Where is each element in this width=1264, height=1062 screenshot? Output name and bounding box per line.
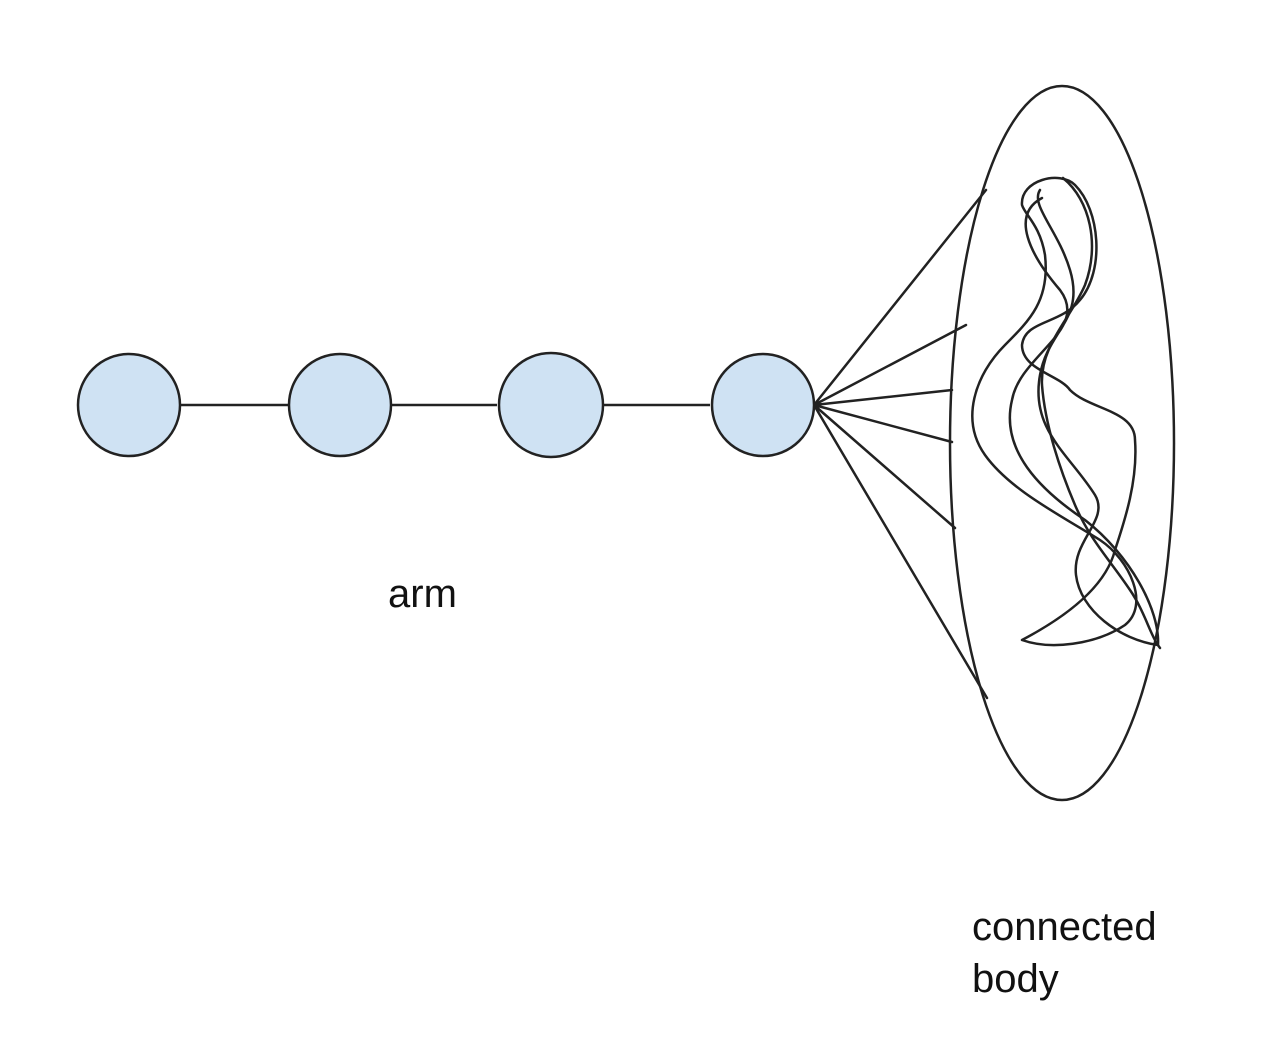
connector-line (812, 403, 957, 530)
body-connectors (812, 188, 989, 700)
arm-node-4 (710, 352, 816, 458)
connector-line (812, 403, 954, 444)
connector-line (812, 403, 989, 700)
tangled-curves (971, 176, 1162, 650)
tangle-curve-1 (1008, 188, 1160, 647)
arm-node-2 (287, 352, 393, 458)
connector-line (812, 323, 968, 407)
connector-line (812, 388, 954, 407)
arm-node-3 (497, 351, 605, 459)
connected-body-label-line-2: body (972, 957, 1059, 1001)
connector-line (812, 188, 988, 407)
tangle-curve-3 (1040, 176, 1162, 650)
tangle-curve-2 (971, 176, 1138, 647)
arm-node-1 (76, 352, 182, 458)
connected-body-ellipse (948, 84, 1176, 802)
connected-body-label: connected body (972, 901, 1157, 1005)
connected-body-label-line-1: connected (972, 905, 1157, 949)
arm-label: arm (388, 572, 457, 616)
arm-nodes (76, 351, 816, 459)
